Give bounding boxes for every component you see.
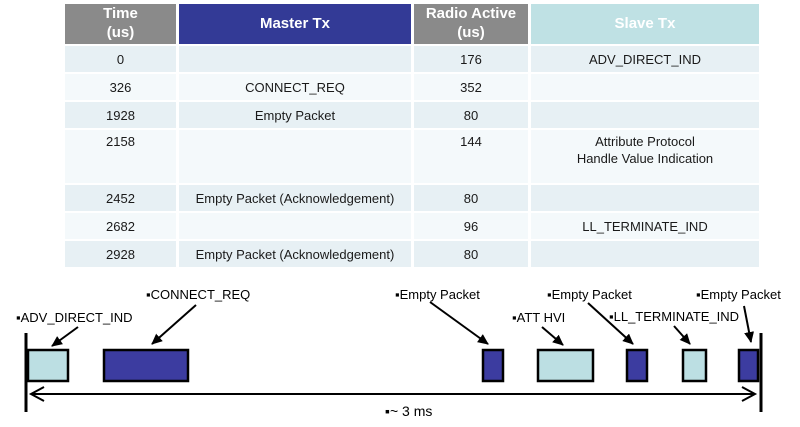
timing-table: Time (us) Master Tx Radio Active (us) Sl… <box>62 2 762 269</box>
table-header-row: Time (us) Master Tx Radio Active (us) Sl… <box>65 4 759 44</box>
col-header-slave: Slave Tx <box>530 4 759 44</box>
cell-slave: Attribute Protocol Handle Value Indicati… <box>530 130 759 183</box>
cell-master: Empty Packet (Acknowledgement) <box>178 241 411 267</box>
timeline-diagram: ▪ADV_DIRECT_IND ▪CONNECT_REQ ▪Empty Pack… <box>16 287 781 419</box>
cell-time: 2158 <box>65 130 176 183</box>
duration-arrowhead-right <box>741 386 758 402</box>
cell-time: 2682 <box>65 213 176 239</box>
packet-box-adv-direct-ind <box>26 348 70 383</box>
cell-master <box>178 213 411 239</box>
packet-label-connect-req: ▪CONNECT_REQ <box>146 287 250 302</box>
cell-slave: LL_TERMINATE_IND <box>530 213 759 239</box>
arrow-ll-terminate-ind <box>673 325 691 345</box>
packet-box-empty-packet-2 <box>625 348 649 383</box>
packet-label-empty-packet-3: ▪Empty Packet <box>696 287 781 302</box>
col-header-time: Time (us) <box>65 4 176 44</box>
packet-box-empty-packet-3 <box>737 348 760 383</box>
packet-label-empty-packet-1: ▪Empty Packet <box>395 287 480 302</box>
cell-master <box>178 130 411 183</box>
arrow-empty-packet-1 <box>429 301 489 345</box>
packet-box-connect-req <box>102 348 190 383</box>
cell-slave: ADV_DIRECT_IND <box>530 46 759 72</box>
cell-slave <box>530 102 759 128</box>
packet-label-adv-direct-ind: ▪ADV_DIRECT_IND <box>16 310 133 325</box>
cell-radio: 352 <box>414 74 528 100</box>
packet-label-empty-packet-2: ▪Empty Packet <box>547 287 632 302</box>
cell-master <box>178 46 411 72</box>
cell-master: Empty Packet <box>178 102 411 128</box>
packet-box-att-hvi <box>536 348 595 383</box>
cell-time: 0 <box>65 46 176 72</box>
packet-label-att-hvi: ▪ATT HVI <box>512 310 565 325</box>
cell-time: 326 <box>65 74 176 100</box>
duration-label: ▪~ 3 ms <box>385 403 432 419</box>
arrow-empty-packet-3 <box>743 305 754 343</box>
cell-radio: 80 <box>414 185 528 211</box>
cell-time: 2928 <box>65 241 176 267</box>
packet-label-ll-terminate-ind: ▪LL_TERMINATE_IND <box>609 309 739 324</box>
packet-box-ll-terminate-ind <box>681 348 708 383</box>
packet-box-empty-packet-1 <box>481 348 505 383</box>
cell-slave <box>530 74 759 100</box>
arrow-connect-req <box>151 304 197 345</box>
duration-arrowhead-left <box>28 386 45 402</box>
cell-master: CONNECT_REQ <box>178 74 411 100</box>
col-header-radio: Radio Active (us) <box>414 4 528 44</box>
cell-master: Empty Packet (Acknowledgement) <box>178 185 411 211</box>
cell-radio: 80 <box>414 102 528 128</box>
cell-slave <box>530 185 759 211</box>
cell-radio: 96 <box>414 213 528 239</box>
arrow-att-hvi <box>541 326 564 346</box>
cell-radio: 144 <box>414 130 528 183</box>
cell-time: 1928 <box>65 102 176 128</box>
arrow-empty-packet-2 <box>587 302 634 345</box>
col-header-master: Master Tx <box>178 4 411 44</box>
cell-time: 2452 <box>65 185 176 211</box>
cell-radio: 80 <box>414 241 528 267</box>
cell-radio: 176 <box>414 46 528 72</box>
arrow-adv-direct-ind <box>51 326 79 347</box>
cell-slave <box>530 241 759 267</box>
